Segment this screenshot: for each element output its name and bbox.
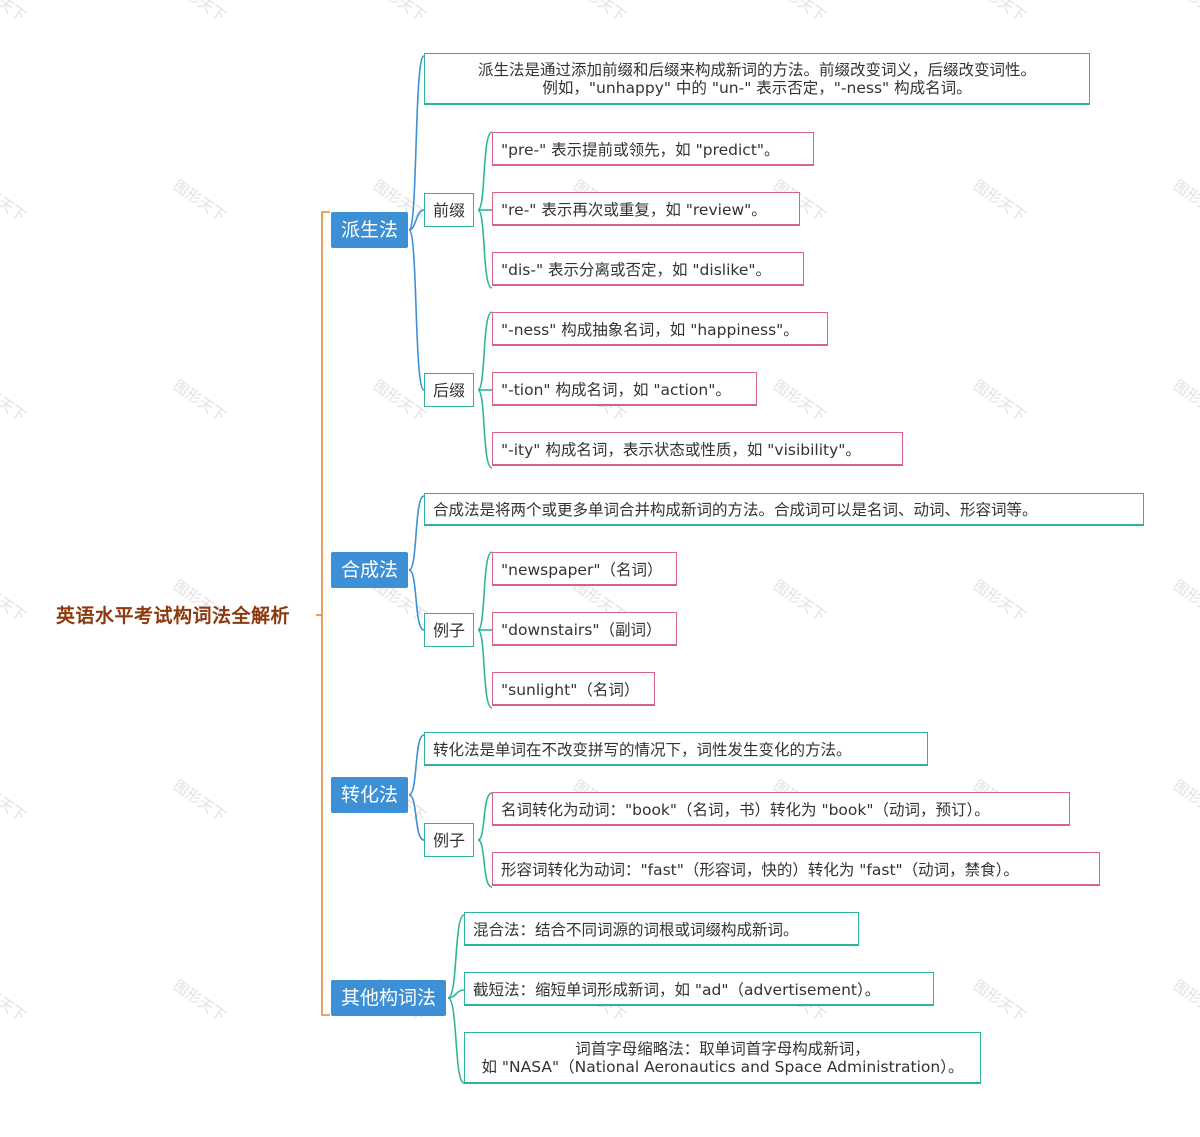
derivation-connector: [408, 55, 425, 391]
branch-other[interactable]: 其他构词法: [331, 980, 447, 1016]
compounding-example-newspaper[interactable]: "newspaper"（名词）: [492, 552, 677, 586]
other-item-acronym-line2: 如 "NASA"（National Aeronautics and Space …: [481, 1057, 964, 1076]
suffix-item-ness[interactable]: "-ness" 构成抽象名词，如 "happiness"。: [492, 312, 828, 346]
other-item-acronym-line1: 词首字母缩略法：取单词首字母构成新词，: [575, 1039, 870, 1058]
conversion-example-book[interactable]: 名词转化为动词："book"（名词，书）转化为 "book"（动词，预订）。: [492, 792, 1070, 826]
other-item-acronym[interactable]: 词首字母缩略法：取单词首字母构成新词， 如 "NASA"（National Ae…: [464, 1032, 981, 1084]
branch-compounding[interactable]: 合成法: [331, 552, 409, 588]
compounding-description[interactable]: 合成法是将两个或更多单词合并构成新词的方法。合成词可以是名词、动词、形容词等。: [424, 493, 1144, 526]
prefix-item-dis[interactable]: "dis-" 表示分离或否定，如 "dislike"。: [492, 252, 804, 286]
suffix-item-tion[interactable]: "-tion" 构成名词，如 "action"。: [492, 372, 757, 406]
root-connector: [316, 211, 330, 1016]
other-item-clipping[interactable]: 截短法：缩短单词形成新词，如 "ad"（advertisement）。: [464, 972, 934, 1006]
conversion-description[interactable]: 转化法是单词在不改变拼写的情况下，词性发生变化的方法。: [424, 732, 928, 766]
derivation-description-line2: 例如，"unhappy" 中的 "un-" 表示否定，"-ness" 构成名词。: [542, 78, 972, 97]
compounding-connector: [408, 495, 425, 631]
other-item-blending[interactable]: 混合法：结合不同词源的词根或词缀构成新词。: [464, 912, 859, 946]
sub-connectors: [477, 131, 493, 888]
node-suffix[interactable]: 后缀: [424, 373, 475, 407]
conversion-example-fast[interactable]: 形容词转化为动词："fast"（形容词，快的）转化为 "fast"（动词，禁食）…: [492, 852, 1100, 886]
node-conversion-examples[interactable]: 例子: [424, 823, 475, 857]
suffix-item-ity[interactable]: "-ity" 构成名词，表示状态或性质，如 "visibility"。: [492, 432, 903, 466]
other-connector: [447, 914, 465, 1084]
compounding-example-sunlight[interactable]: "sunlight"（名词）: [492, 672, 655, 706]
prefix-item-re[interactable]: "re-" 表示再次或重复，如 "review"。: [492, 192, 800, 226]
derivation-description-line1: 派生法是通过添加前缀和后缀来构成新词的方法。前缀改变词义，后缀改变词性。: [477, 60, 1036, 79]
compounding-example-downstairs[interactable]: "downstairs"（副词）: [492, 612, 677, 646]
prefix-item-pre[interactable]: "pre-" 表示提前或领先，如 "predict"。: [492, 132, 814, 166]
conversion-connector: [408, 734, 425, 841]
branch-conversion[interactable]: 转化法: [331, 777, 409, 813]
derivation-description[interactable]: 派生法是通过添加前缀和后缀来构成新词的方法。前缀改变词义，后缀改变词性。 例如，…: [424, 53, 1090, 105]
branch-derivation[interactable]: 派生法: [331, 212, 409, 248]
root-topic[interactable]: 英语水平考试构词法全解析: [56, 605, 291, 627]
node-compounding-examples[interactable]: 例子: [424, 613, 475, 647]
node-prefix[interactable]: 前缀: [424, 193, 475, 227]
